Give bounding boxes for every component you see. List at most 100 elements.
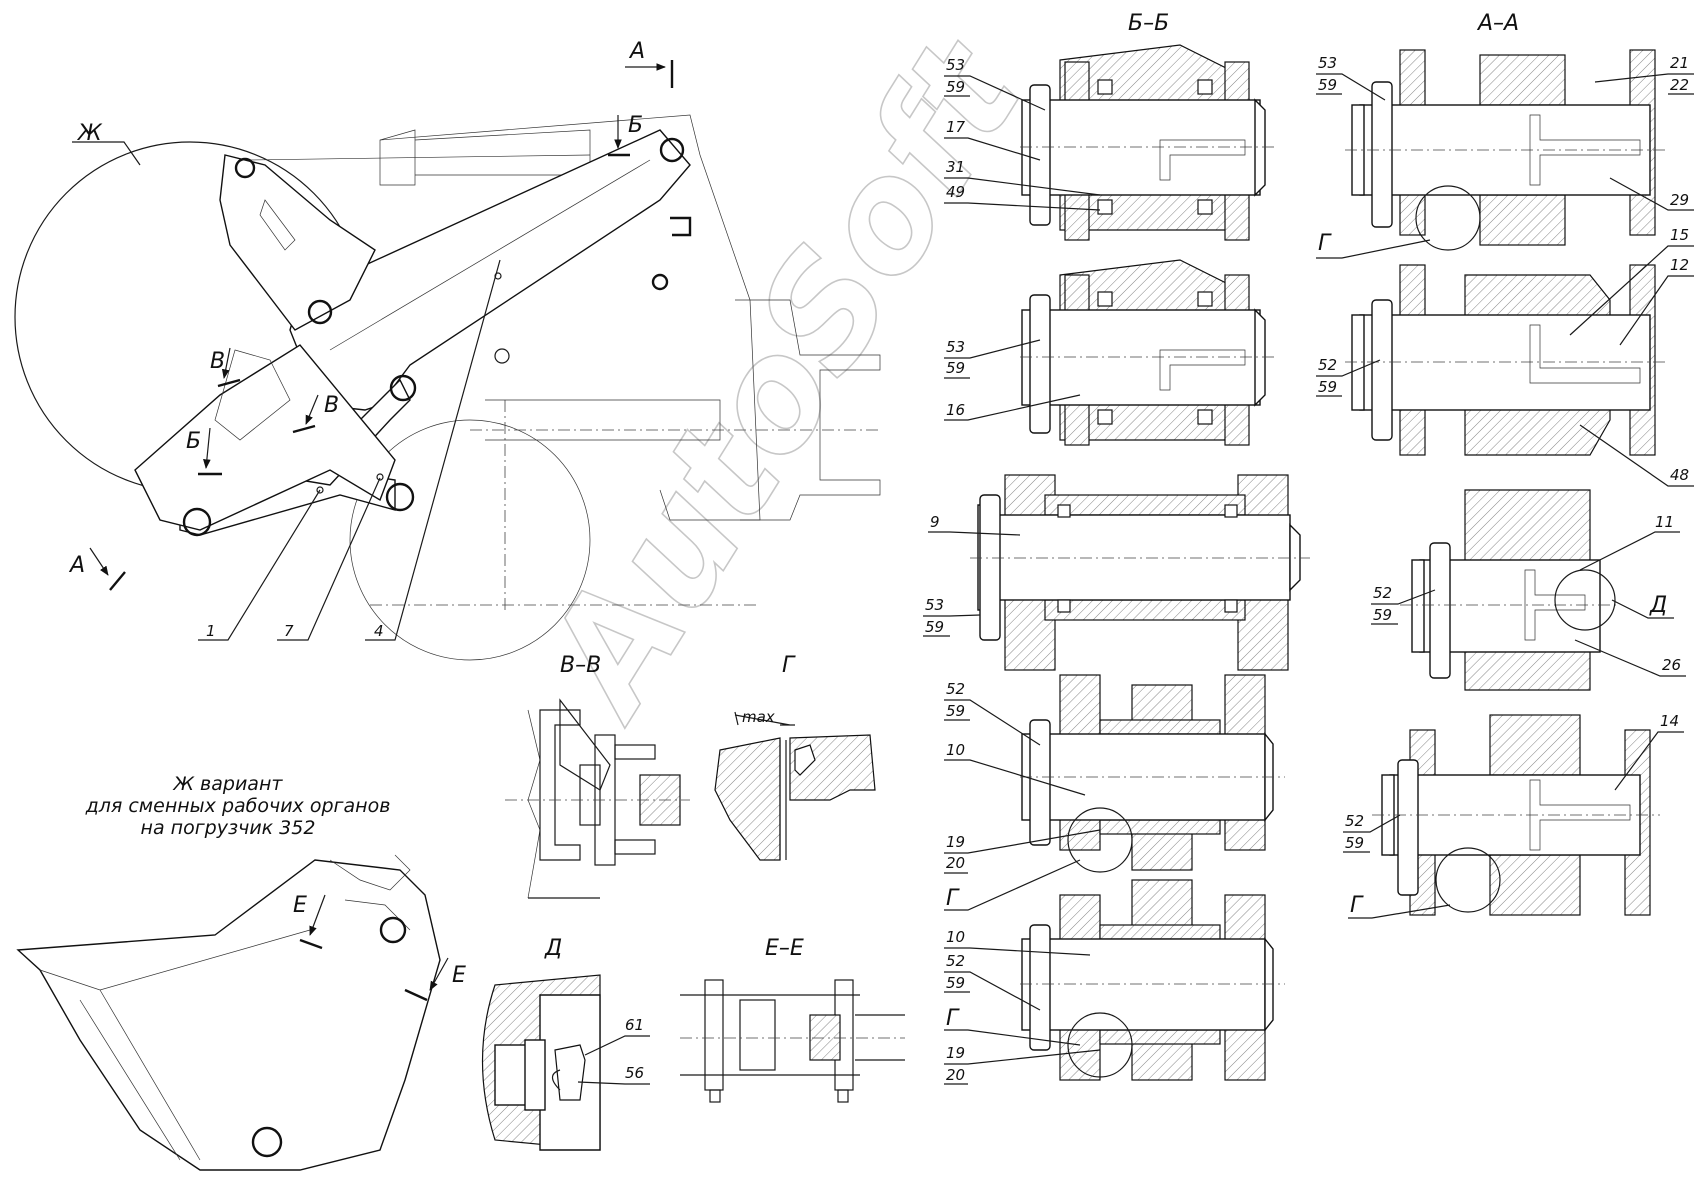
lock-bolt	[1029, 84, 1051, 226]
bb5-label-52: 52	[946, 952, 965, 970]
bb-view-1	[1020, 44, 1275, 241]
bb-labels: 53 59 17 31 49 53 59 16 9 53 59 52 59 10…	[923, 56, 1101, 1085]
bb2-label-53: 53	[946, 338, 965, 356]
note-line-1: Ж вариант	[173, 773, 284, 795]
aa1-label-22: 22	[1670, 76, 1689, 94]
bucket-pin-top	[379, 916, 407, 944]
aa-view-3	[1400, 489, 1620, 691]
bb4-label-59: 59	[946, 702, 965, 720]
aa3-label-d: Д	[1649, 593, 1667, 618]
bucket-view: Е Е	[16, 854, 466, 1171]
bucket-linkage	[134, 344, 396, 531]
aa2-label-59: 59	[1318, 378, 1337, 396]
d-label-56: 56	[625, 1064, 644, 1082]
note-line-2: для сменных рабочих органов	[85, 795, 391, 817]
aa4-label-59: 59	[1345, 834, 1364, 852]
cylinder-rod	[249, 154, 591, 161]
aa3-label-52: 52	[1373, 584, 1392, 602]
bucket-letter-e-1: Е	[293, 893, 307, 918]
note-line-3: на погрузчик 352	[141, 817, 316, 839]
section-marker-v-top: В	[210, 347, 241, 388]
frame-bracket	[735, 299, 881, 521]
letter-b-top: Б	[628, 113, 643, 138]
bb-view-5	[1020, 879, 1285, 1081]
bb2-label-59: 59	[946, 359, 965, 377]
pin-boom-lower	[389, 374, 417, 402]
hydraulic-cylinder	[379, 129, 591, 186]
pin-link	[385, 482, 415, 512]
aa1-label-53: 53	[1318, 54, 1337, 72]
aa-view-4	[1372, 714, 1660, 916]
view-aa: А–А	[1345, 11, 1665, 916]
section-marker-e-right: Е	[404, 957, 466, 1002]
view-title-ee: Е–Е	[765, 936, 804, 961]
pin-bucket	[182, 507, 212, 537]
bb1-label-53: 53	[946, 56, 965, 74]
bb4-label-10: 10	[946, 741, 965, 759]
watermark-text: AutoSoft	[508, 10, 1059, 748]
d-label-61: 61	[625, 1016, 644, 1034]
bb1-label-17: 17	[946, 118, 966, 136]
bb-view-3	[970, 474, 1310, 671]
bb1-label-31: 31	[946, 158, 965, 176]
bb5-label-10: 10	[946, 928, 965, 946]
view-ee: Е–Е	[680, 936, 905, 1103]
bell-crank	[219, 154, 376, 331]
pin-body	[1029, 99, 1261, 196]
bucket-body	[16, 859, 441, 1171]
pin-upper	[234, 157, 256, 179]
bb4-label-g: Г	[946, 886, 960, 911]
aa-labels: 53 59 21 22 29 Г 15 12 52 59 48 11 52 59…	[1316, 54, 1694, 919]
letter-b-left: Б	[186, 429, 201, 454]
letter-v-right: В	[324, 393, 339, 418]
view-bb: Б–Б	[970, 11, 1310, 1081]
aa3-label-11: 11	[1655, 513, 1674, 531]
aa1-label-g: Г	[1318, 231, 1332, 256]
aa2-label-52: 52	[1318, 356, 1337, 374]
part-label-4: 4	[374, 622, 384, 640]
section-marker-b-left: Б	[186, 427, 222, 476]
bb4-label-19: 19	[946, 833, 965, 851]
bb4-label-52: 52	[946, 680, 965, 698]
view-g: Г max	[714, 653, 876, 861]
view-title-vv: В–В	[560, 653, 601, 678]
view-title-d: Д	[544, 936, 562, 961]
bb5-label-20: 20	[946, 1066, 965, 1084]
letter-v-top: В	[210, 349, 225, 374]
watermark: AutoSoft	[507, 9, 1059, 748]
wheel-arc	[349, 419, 591, 661]
tolerance-label-max: max	[742, 708, 775, 726]
bb2-label-16: 16	[946, 401, 965, 419]
bucket-pin-bottom	[251, 1126, 283, 1158]
bb5-label-19: 19	[946, 1044, 965, 1062]
section-marker-v-right: В	[292, 393, 339, 434]
bb3-label-59: 59	[925, 618, 944, 636]
section-marker-zh-frame	[670, 216, 692, 237]
aa1-label-59: 59	[1318, 76, 1337, 94]
aa1-label-21: 21	[1670, 54, 1689, 72]
aa4-label-g: Г	[1350, 893, 1364, 918]
view-title-aa: А–А	[1476, 11, 1519, 36]
bb-view-2	[1020, 259, 1275, 446]
bb1-label-59: 59	[946, 78, 965, 96]
letter-a-top: А	[628, 39, 645, 64]
bucket-letter-e-2: Е	[452, 963, 466, 988]
bb3-label-53: 53	[925, 596, 944, 614]
pin-crank	[307, 299, 333, 325]
main-view: А Б В В Б А Ж	[14, 39, 881, 661]
aa1-label-29: 29	[1670, 191, 1689, 209]
view-title-g: Г	[782, 653, 796, 678]
aa3-label-26: 26	[1662, 656, 1681, 674]
bb-view-4	[1020, 674, 1285, 873]
section-marker-a-bottom: А	[68, 547, 126, 591]
aa2-label-48: 48	[1670, 466, 1689, 484]
aa2-label-15: 15	[1670, 226, 1689, 244]
view-d: Д 61 56	[481, 936, 650, 1151]
part-label-7: 7	[284, 622, 294, 640]
bb5-label-g: Г	[946, 1006, 960, 1031]
part-label-1: 1	[206, 622, 216, 640]
aa-view-1	[1345, 49, 1665, 251]
aa4-label-52: 52	[1345, 812, 1364, 830]
section-marker-a-top: А	[625, 39, 674, 88]
